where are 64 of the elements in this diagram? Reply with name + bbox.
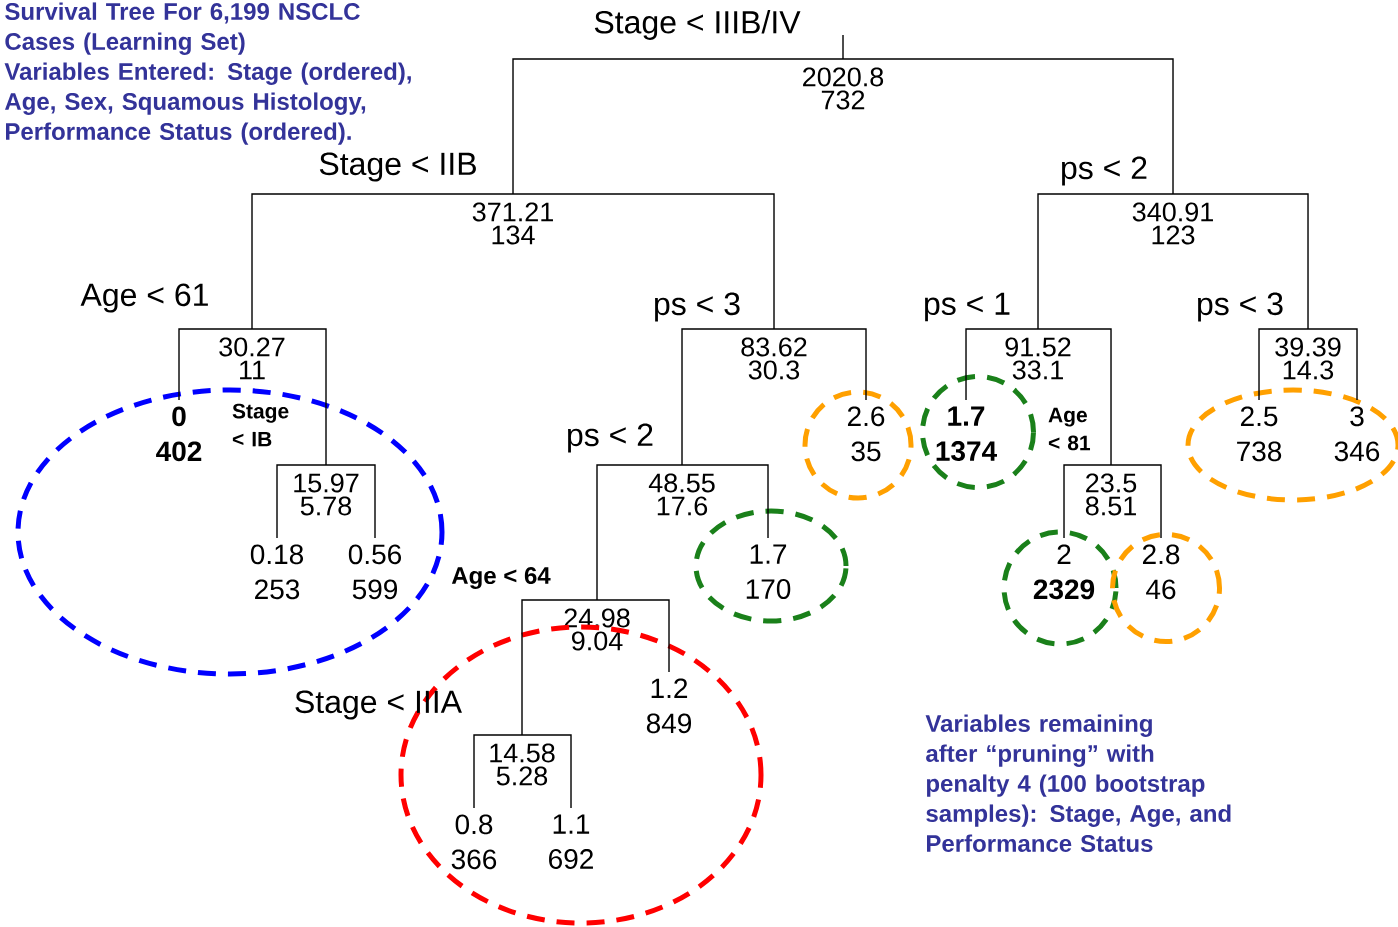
- tree-branch: [325, 464, 376, 539]
- tree-branch: [251, 193, 514, 330]
- tree-branch: [512, 58, 844, 195]
- tree-branch: [773, 328, 867, 401]
- tree-branch: [473, 734, 523, 809]
- tree-branch: [681, 464, 769, 539]
- split-label: ps < 3: [655, 292, 740, 322]
- node-values: 30.27 11: [219, 337, 285, 380]
- tree-branch: [1037, 193, 1174, 330]
- tree-branch: [596, 599, 670, 673]
- tree-branch: [1037, 328, 1112, 466]
- split-label: ps < 3: [1198, 292, 1283, 322]
- note-text: Variables Entered: Stage (ordered), Age, Sex, Squamous Histology, Performance Status (ordered).: [4, 62, 411, 145]
- leaf-values: 2.5 738: [1237, 406, 1282, 462]
- leaf-values: 0.56 599: [348, 544, 401, 600]
- tree-branch: [512, 193, 775, 330]
- leaf-values: 1.1 692: [549, 814, 593, 869]
- note-text: Variables remaining after “pruning” with penalty 4 (100 bootstrap samples): Stage, Age, and Performance Status: [925, 714, 1231, 852]
- tree-branch: [521, 734, 572, 809]
- leaf-values: 0.8 366: [451, 814, 497, 870]
- tree-branch: [276, 464, 327, 539]
- node-values: 91.52 33.1: [1005, 337, 1071, 380]
- split-label: Age < 81: [1048, 407, 1090, 451]
- tree-branch: [1307, 328, 1358, 401]
- split-label: Age < 64: [451, 567, 551, 589]
- node-values: 83.62 30.3: [741, 337, 807, 380]
- node-values: 15.97 5.78: [294, 473, 359, 516]
- node-values: 24.98 9.04: [564, 608, 630, 651]
- split-label: ps < 2: [1062, 156, 1147, 186]
- leaf-values: 1.7 1374: [936, 406, 997, 461]
- node-values: 340.91 123: [1132, 202, 1213, 245]
- leaf-values: 3 346: [1334, 406, 1380, 462]
- split-label: Stage < IIIA: [295, 690, 462, 720]
- node-values: 14.58 5.28: [490, 743, 555, 786]
- leaf-values: 2.8 46: [1142, 544, 1180, 600]
- node-values: 39.39 14.3: [1275, 337, 1341, 380]
- node-values: 371.21 134: [472, 202, 553, 245]
- title: Survival Tree For 6,199 NSCLC Cases (Learning Set): [5, 2, 360, 55]
- tree-branch: [1110, 464, 1162, 539]
- split-label: ps < 2: [568, 423, 653, 453]
- split-label: ps < 1: [925, 292, 1010, 322]
- leaf-values: 0 402: [156, 406, 202, 462]
- tree-branch: [596, 464, 683, 601]
- leaf-values: 1.2 849: [646, 678, 692, 734]
- leaf-values: 2.6 35: [847, 406, 885, 462]
- tree-branch: [1063, 464, 1112, 539]
- split-label: Stage < IIIB/IV: [594, 10, 801, 40]
- leaf-values: 0.18 253: [250, 544, 304, 600]
- leaf-values: 1.7 170: [746, 544, 791, 599]
- tree-branch: [251, 328, 327, 466]
- tree-branch: [1172, 193, 1309, 330]
- tree-branch: [521, 599, 598, 736]
- node-values: 23.5 8.51: [1085, 473, 1137, 516]
- tree-branch: [178, 328, 253, 401]
- node-values: 48.55 17.6: [648, 473, 715, 516]
- split-label: Stage < IIB: [319, 152, 476, 182]
- split-label: Stage < IB: [232, 403, 289, 447]
- tree-branch: [965, 328, 1039, 401]
- leaf-values: 2 2329: [1033, 544, 1095, 600]
- tree-branch: [681, 328, 775, 466]
- node-values: 2020.8 732: [803, 67, 884, 110]
- split-label: Age < 61: [80, 283, 208, 313]
- tree-branch: [1258, 328, 1309, 401]
- tree-branch: [842, 58, 1174, 195]
